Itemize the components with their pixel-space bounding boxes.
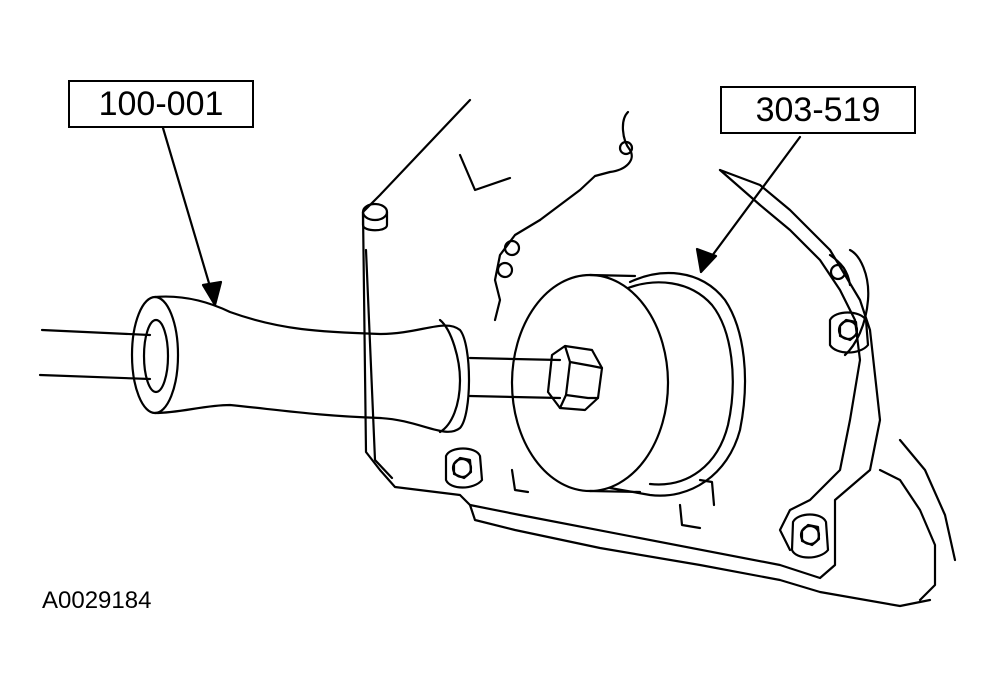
callout-seal-remover: 303-519: [720, 86, 916, 134]
figure-id-label: A0029184: [42, 587, 152, 614]
slide-hammer-handle: [130, 295, 471, 434]
bolt-holes: [496, 140, 847, 281]
dowel-pin: [361, 202, 389, 232]
bolt-heads: [444, 311, 870, 559]
slide-hammer-rod: [38, 328, 152, 381]
cover-details: [510, 468, 716, 530]
arrowhead-handle: [201, 280, 223, 307]
leader-arrows: [161, 126, 802, 307]
engine-block-outline: [361, 98, 957, 608]
hex-nut: [546, 344, 604, 412]
slide-hammer-shaft: [468, 356, 562, 400]
callout-slide-hammer: 100-001: [68, 80, 254, 128]
arrowhead-seal-remover: [695, 247, 718, 274]
arrow-to-handle: [161, 126, 216, 302]
arrow-to-seal-remover: [704, 135, 802, 266]
seal-remover-tool: [510, 272, 747, 497]
